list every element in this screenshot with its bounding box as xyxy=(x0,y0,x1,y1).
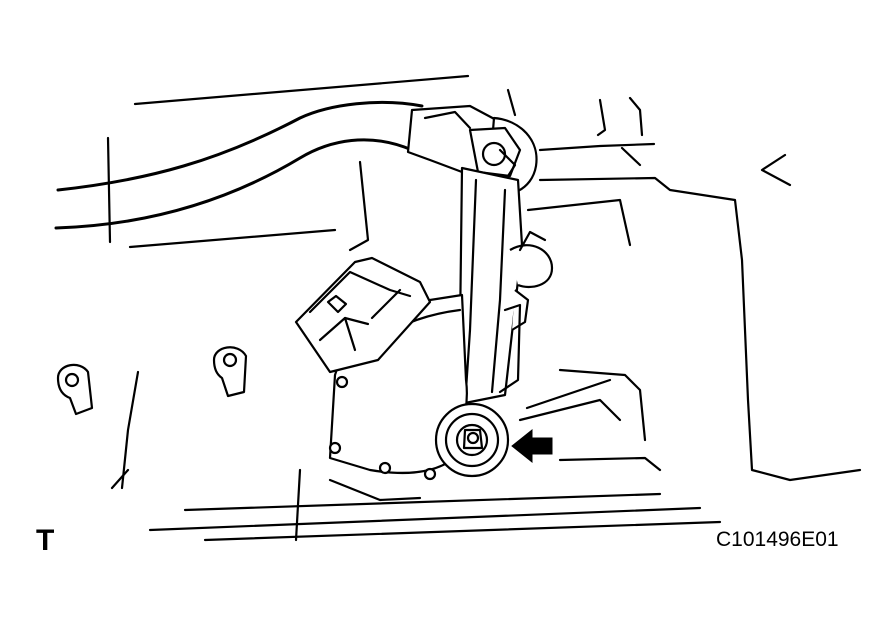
upper-lever-clip xyxy=(468,116,538,196)
arrow-icon xyxy=(511,428,553,464)
hose xyxy=(54,100,512,230)
control-rod xyxy=(453,166,524,407)
lower-lever-nut xyxy=(434,402,510,478)
view-marker-label: T xyxy=(36,524,55,557)
connector-block xyxy=(294,256,432,374)
figure-code-label: C101496E01 xyxy=(716,528,839,551)
bracket-tabs xyxy=(56,346,248,416)
chassis-lines xyxy=(106,74,862,542)
